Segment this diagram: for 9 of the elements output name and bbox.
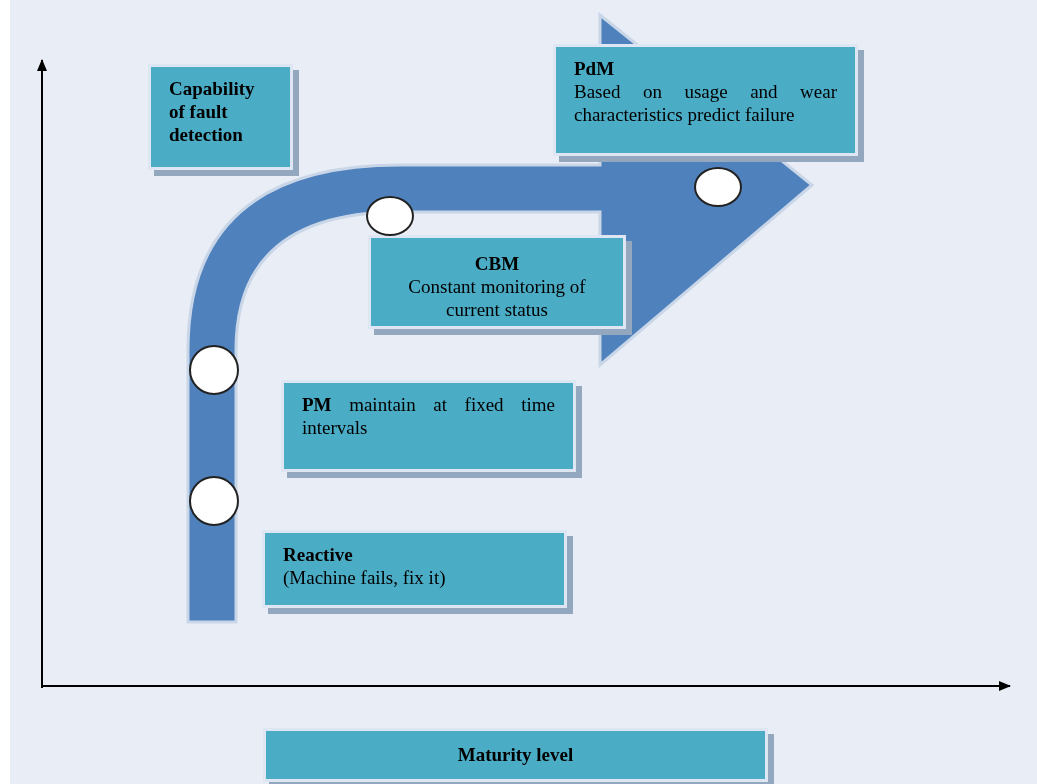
box-heading: Reactive xyxy=(283,543,354,566)
box-description: PM maintain at fixed time intervals xyxy=(302,393,555,439)
box-heading: PdM xyxy=(574,57,616,80)
box-heading: CBM xyxy=(473,252,521,275)
box-description: (Machine fails, fix it) xyxy=(283,566,447,589)
axis-label: Maturity level xyxy=(456,743,575,766)
box-description: Based on usage and wear characteristics predict failure xyxy=(574,80,837,126)
box-description: Constant monitoring of current status xyxy=(407,275,587,321)
axis-label: Capability of fault detection xyxy=(169,77,256,146)
